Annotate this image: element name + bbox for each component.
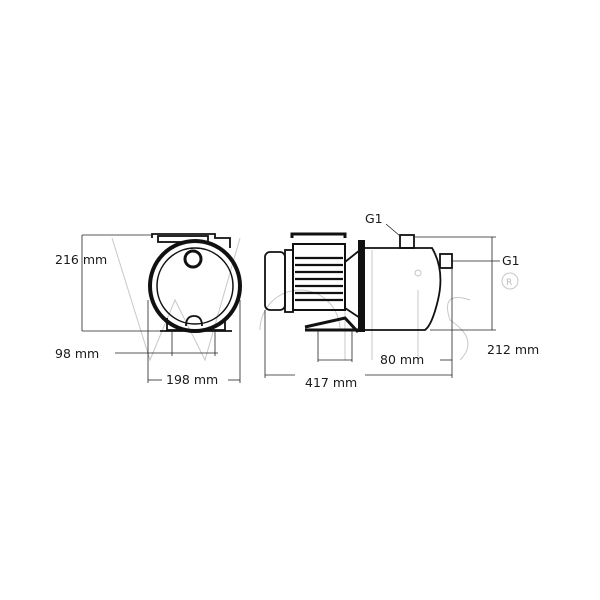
foot-offset-label: 80 mm	[380, 352, 424, 367]
dimension-foot-offset	[317, 330, 452, 362]
dimension-foot-spacing	[115, 331, 218, 356]
side-view-pump	[264, 232, 453, 334]
registered-mark: R	[506, 278, 512, 288]
dimension-width-front	[147, 300, 241, 383]
foot-spacing-label: 98 mm	[55, 346, 99, 361]
front-height-label: 216 mm	[55, 252, 107, 267]
front-view-pump	[148, 233, 242, 333]
dimension-height-side	[414, 236, 496, 331]
front-width-label: 198 mm	[166, 372, 218, 387]
inlet-g1-label: G1	[502, 253, 520, 268]
length-label: 417 mm	[305, 375, 357, 390]
dimension-height-front	[81, 234, 165, 332]
dimension-length	[264, 268, 453, 378]
outlet-leader-line	[385, 223, 401, 237]
side-height-label: 212 mm	[487, 342, 539, 357]
outlet-g1-label: G1	[365, 211, 383, 226]
